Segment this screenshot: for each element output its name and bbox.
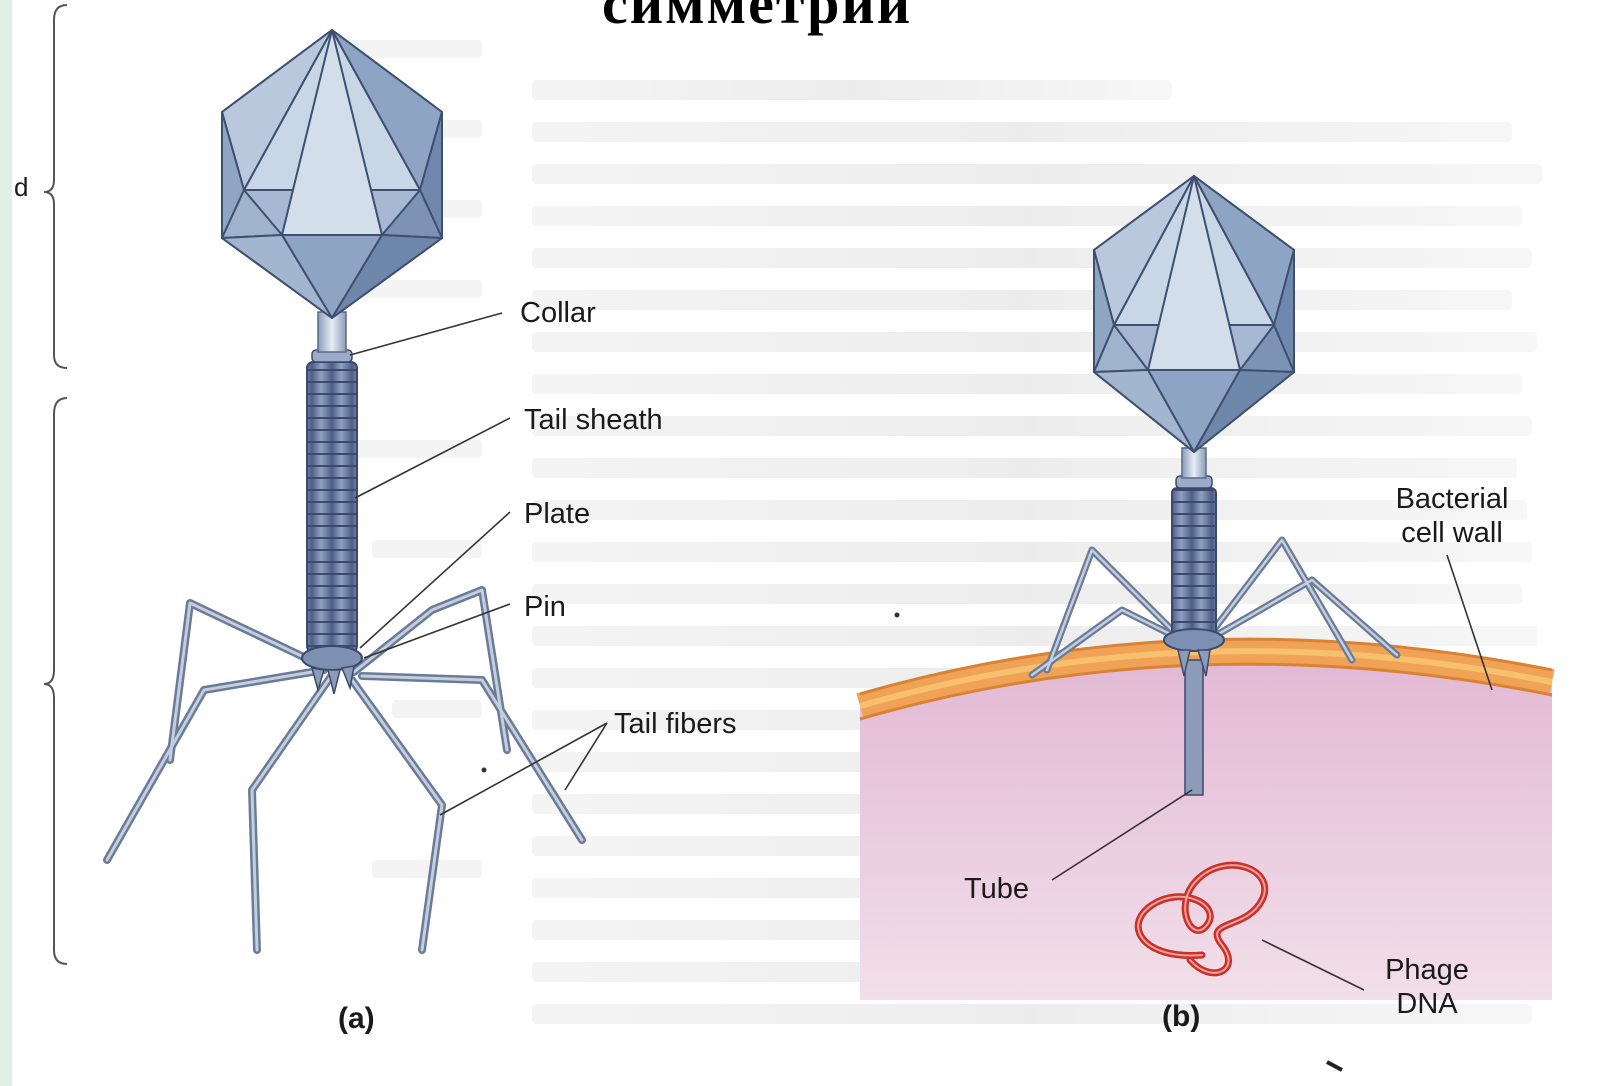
head-bracket xyxy=(44,5,67,368)
tail-bracket xyxy=(44,398,67,964)
tail-sheath-b xyxy=(1172,488,1216,636)
label-collar: Collar xyxy=(520,296,596,330)
base-plate-b xyxy=(1164,629,1224,651)
label-tail-sheath: Tail sheath xyxy=(524,403,663,437)
label-tail-fibers: Tail fibers xyxy=(614,707,737,741)
bracket-mark: d xyxy=(14,170,28,204)
label-bacterial-cell-wall-line1: Bacterial xyxy=(1372,482,1532,516)
label-pin: Pin xyxy=(524,590,566,624)
label-tube: Tube xyxy=(964,872,1029,906)
tube-b xyxy=(1185,660,1203,795)
label-phage-dna-line1: Phage xyxy=(1367,953,1487,987)
leader-lines-a xyxy=(350,313,607,815)
label-phage-dna: Phage DNA xyxy=(1367,953,1487,1021)
panel-label-a: (a) xyxy=(338,1002,375,1036)
phage-a xyxy=(107,30,607,950)
label-plate: Plate xyxy=(524,497,590,531)
tail-sheath-a xyxy=(307,362,357,652)
capsid-b xyxy=(1094,176,1294,452)
label-phage-dna-line2: DNA xyxy=(1367,987,1487,1021)
slide-frame: симметрии xyxy=(12,0,1620,1086)
capsid-a xyxy=(222,30,442,318)
label-bacterial-cell-wall: Bacterial cell wall xyxy=(1372,482,1532,550)
bacterium-cell xyxy=(860,639,1552,1000)
label-bacterial-cell-wall-line2: cell wall xyxy=(1372,516,1532,550)
panel-label-b: (b) xyxy=(1162,1000,1200,1034)
pins-a xyxy=(312,666,354,694)
